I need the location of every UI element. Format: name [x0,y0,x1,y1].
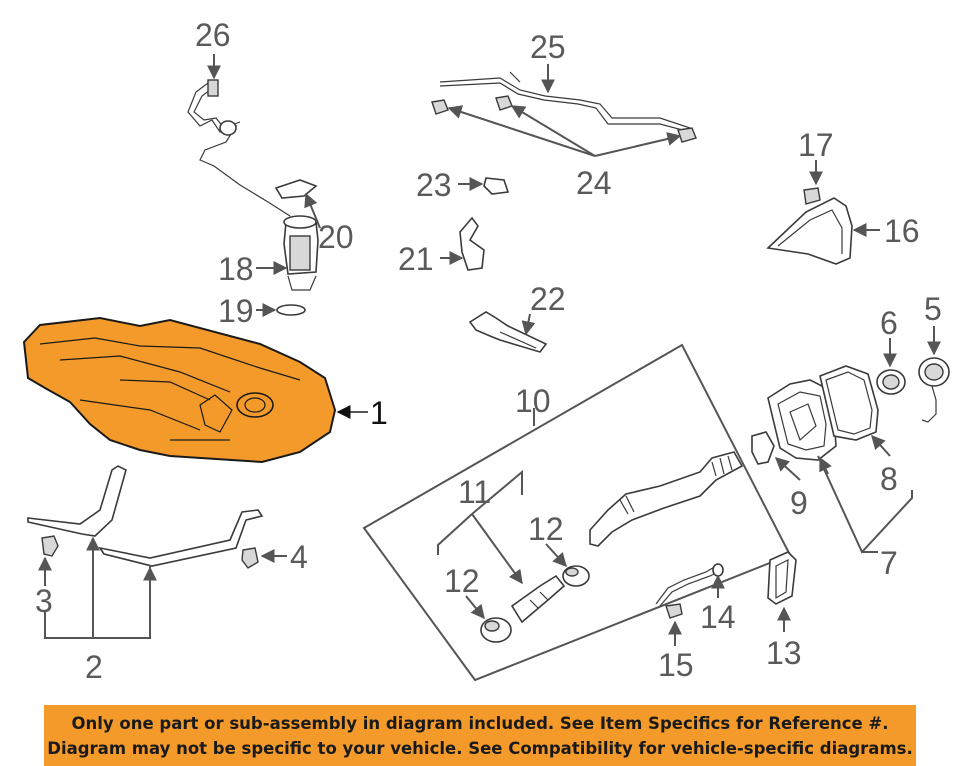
hose-clamps [480,565,590,643]
callout-9: 9 [790,485,808,521]
fuel-pump-module [187,79,319,316]
grommet-6 [876,369,906,395]
filler-pipe [589,451,744,547]
callout-10: 10 [515,383,551,419]
callout-1: 1 [370,395,388,431]
fuel-cap-5 [918,357,950,423]
shield-22 [468,311,548,353]
fuel-door [819,365,879,441]
bracket-13 [767,551,797,605]
strap-bolt [41,535,59,557]
callout-4: 4 [290,539,308,575]
callout-20: 20 [318,219,354,255]
callout-13: 13 [766,635,802,671]
callout-2: 2 [85,649,103,685]
callout-21: 21 [398,241,434,277]
callout-14: 14 [700,599,736,635]
callout-25: 25 [530,29,566,65]
tank-straps [27,465,264,567]
callout-22: 22 [530,281,566,317]
disclaimer-banner: Only one part or sub-assembly in diagram… [44,705,916,766]
disclaimer-line-2: Diagram may not be specific to your vehi… [47,738,913,758]
callout-26: 26 [195,17,231,53]
filler-hose [510,574,566,624]
callout-3: 3 [35,583,53,619]
callout-8: 8 [880,461,898,497]
fuel-tank [22,316,337,464]
callout-12a: 12 [528,511,564,547]
callout-17: 17 [798,127,834,163]
callout-18: 18 [218,251,254,287]
grommets [431,95,697,143]
callout-23: 23 [416,167,452,203]
strap-nut [241,547,259,569]
callout-19: 19 [218,293,254,329]
callout-16: 16 [884,213,920,249]
bolt-15 [665,603,683,619]
callout-7: 7 [880,545,898,581]
callout-24: 24 [576,165,612,201]
vent-tube [439,71,691,133]
callout-12b: 12 [444,563,480,599]
heat-shield [766,187,853,265]
callout-11: 11 [458,474,491,510]
disclaimer-line-1: Only one part or sub-assembly in diagram… [71,713,889,733]
callout-6: 6 [880,305,898,341]
callout-5: 5 [924,291,942,327]
bracket-21 [459,216,485,271]
clip-23 [483,177,510,195]
gasket-9 [751,431,775,465]
callout-15: 15 [658,647,694,683]
